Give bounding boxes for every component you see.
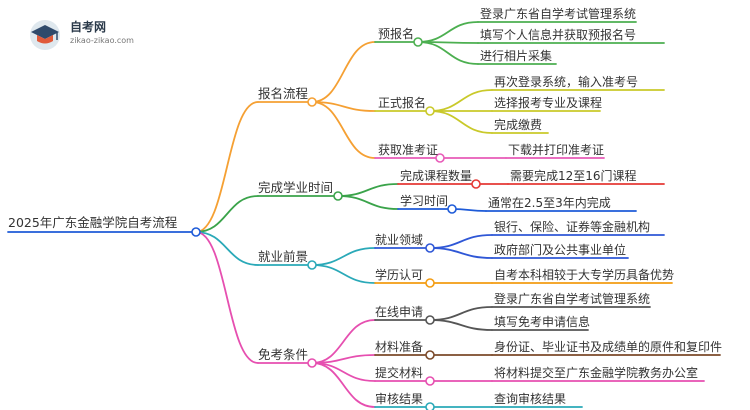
link-branch-0-to-sub-0 [311,41,376,103]
leaf-required-documents: 身份证、毕业证书及成绩单的原件和复印件 [494,340,723,354]
leaf-submit-to-office: 将材料提交至广东金融学院教务办公室 [494,366,699,380]
node-study-time[interactable]: 学习时间 [400,194,449,208]
node-study-duration[interactable]: 完成学业时间 [258,180,334,195]
sub-node-dot-3-0 [425,315,435,325]
site-logo[interactable]: 自考网 zikao-zikao.com [28,18,138,52]
node-employment-fields[interactable]: 就业领域 [375,233,424,247]
link-root-to-branch-1 [195,195,259,233]
node-get-admission-ticket[interactable]: 获取准考证 [378,143,439,157]
link-sub-0-1-to-leaf-2 [429,110,493,134]
leaf-check-review-result: 查询审核结果 [494,392,567,406]
leaf-fill-exemption-form: 填写免考申请信息 [494,315,591,329]
sub-node-dot-3-2 [425,376,435,386]
leaf-login-system-exempt: 登录广东省自学考试管理系统 [494,292,651,306]
link-branch-0-to-sub-1 [311,101,376,112]
link-branch-2-to-sub-0 [311,247,376,266]
sub-node-dot-2-0 [425,243,435,253]
link-sub-2-0-to-leaf-0 [429,234,493,249]
node-formal-registration[interactable]: 正式报名 [378,96,427,110]
leaf-study-time-value: 通常在2.5至3年内完成 [488,196,611,210]
logo-name: 自考网 [70,20,107,34]
leaf-fill-personal-info: 填写个人信息并获取预报名号 [480,28,637,42]
sub-node-dot-3-3 [425,402,435,410]
link-sub-3-0-to-leaf-0 [429,306,493,321]
node-degree-recognition[interactable]: 学历认可 [375,268,424,282]
sub-node-dot-1-1 [447,204,457,214]
sub-node-dot-3-1 [425,350,435,360]
leaf-login-system: 登录广东省自学考试管理系统 [480,7,637,21]
sub-node-dot-0-1 [425,106,435,116]
node-course-count[interactable]: 完成课程数量 [400,169,473,183]
link-root-to-branch-3 [195,231,259,364]
link-sub-2-0-to-leaf-1 [429,247,493,259]
branch-node-dot-1 [333,191,343,201]
branch-node-dot-0 [307,97,317,107]
link-branch-3-to-sub-3 [311,362,376,408]
graduation-cap-icon [30,20,60,50]
link-sub-0-1-to-leaf-0 [429,89,493,112]
link-root-to-branch-2 [195,231,259,266]
branch-node-dot-3 [307,358,317,368]
logo-url: zikao-zikao.com [70,36,134,45]
node-pre-registration[interactable]: 预报名 [378,27,415,41]
leaf-choose-major-courses: 选择报考专业及课程 [494,96,603,110]
link-branch-0-to-sub-2 [311,101,376,159]
sub-node-dot-1-0 [471,179,481,189]
node-exemption-conditions[interactable]: 免考条件 [258,347,309,362]
link-branch-1-to-sub-0 [337,183,399,197]
node-registration-process[interactable]: 报名流程 [258,86,309,101]
node-online-application[interactable]: 在线申请 [375,305,424,319]
link-branch-3-to-sub-2 [311,362,376,382]
root-node[interactable]: 2025年广东金融学院自考流程 [8,215,178,230]
node-career-prospects[interactable]: 就业前景 [258,249,309,264]
leaf-course-count-value: 需要完成12至16门课程 [510,169,637,183]
link-sub-3-0-to-leaf-1 [429,319,493,331]
sub-node-dot-0-0 [413,37,423,47]
leaf-degree-advantage: 自考本科相较于大专学历具备优势 [494,268,675,282]
node-review-result[interactable]: 审核结果 [375,392,424,406]
leaf-photo-collection: 进行相片采集 [480,49,553,63]
leaf-financial-institutions: 银行、保险、证券等金融机构 [494,220,651,234]
link-branch-3-to-sub-0 [311,319,376,364]
sub-node-dot-0-2 [435,153,445,163]
link-branch-2-to-sub-1 [311,264,376,284]
leaf-print-admission-ticket: 下载并打印准考证 [508,143,605,157]
link-sub-1-1-to-leaf-0 [451,208,487,212]
sub-node-dot-2-1 [425,278,435,288]
branch-node-dot-2 [307,260,317,270]
leaf-government-units: 政府部门及公共事业单位 [494,243,627,257]
link-branch-3-to-sub-1 [311,354,376,364]
link-sub-0-0-to-leaf-0 [417,21,479,43]
link-branch-1-to-sub-1 [337,195,399,210]
node-material-preparation[interactable]: 材料准备 [375,340,424,354]
leaf-relogin-exam-number: 再次登录系统，输入准考号 [494,75,639,89]
link-sub-0-0-to-leaf-2 [417,41,479,65]
node-submit-materials[interactable]: 提交材料 [375,366,424,380]
leaf-complete-payment: 完成缴费 [494,118,543,132]
root-node-dot [191,227,201,237]
link-root-to-branch-0 [195,101,259,233]
